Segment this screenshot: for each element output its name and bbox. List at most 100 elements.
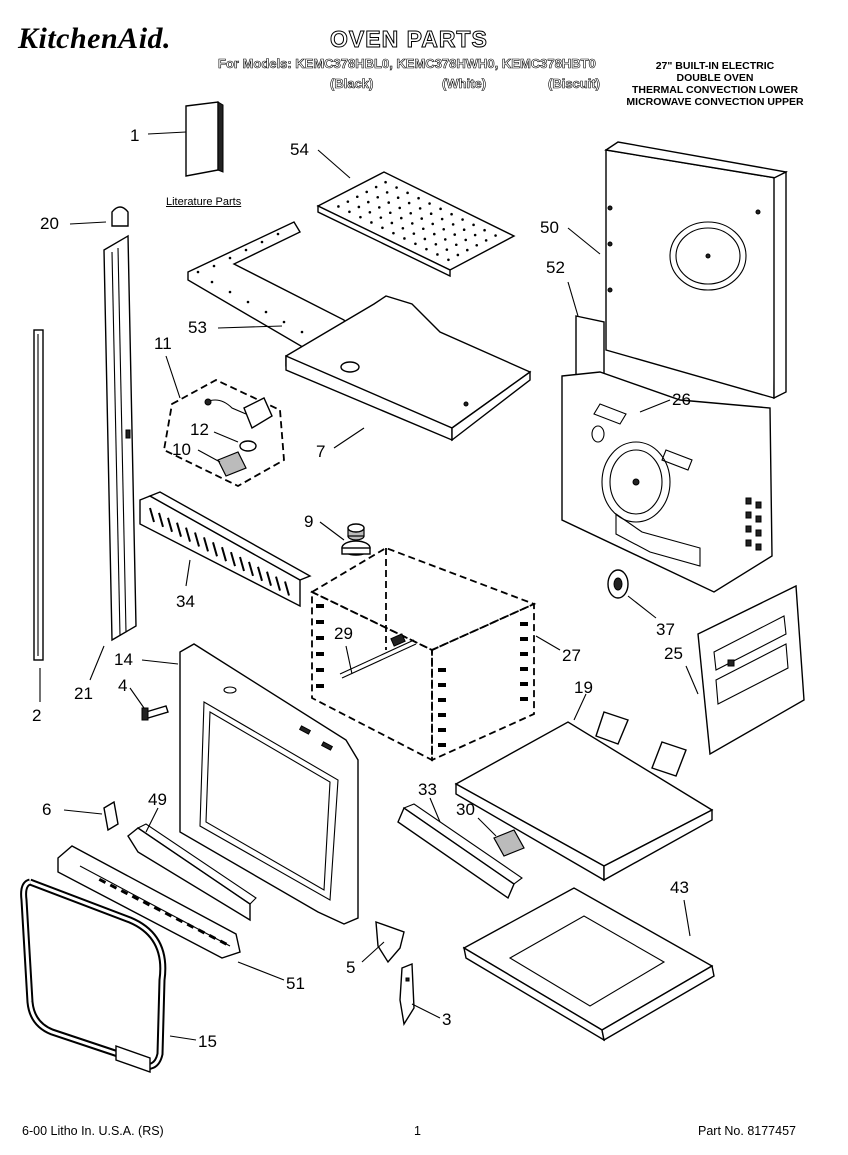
perforation-dot bbox=[392, 231, 395, 235]
vent-slot bbox=[120, 889, 129, 896]
vent-slot bbox=[186, 922, 195, 929]
leader-lines bbox=[39, 131, 699, 1041]
part-vent-grille bbox=[139, 491, 312, 608]
perforation-dot bbox=[421, 227, 425, 231]
perforation-dot bbox=[453, 233, 457, 236]
grille-slot bbox=[248, 561, 254, 577]
grille-slot bbox=[212, 542, 218, 557]
perforation-dot bbox=[379, 216, 383, 219]
grille-slot bbox=[284, 581, 290, 596]
callout-number: 14 bbox=[114, 650, 133, 669]
perforation-dot bbox=[451, 223, 455, 226]
callout-number: 51 bbox=[286, 974, 305, 993]
part-trim-rod bbox=[33, 329, 44, 661]
perforation-dot bbox=[434, 242, 438, 246]
perforation-dot bbox=[395, 186, 398, 189]
perforation-dot bbox=[337, 205, 340, 208]
rack-slot bbox=[520, 682, 528, 686]
part-rail bbox=[397, 803, 523, 900]
perforation-dot bbox=[412, 232, 416, 235]
perforation-dot bbox=[461, 218, 464, 221]
part-top-vent-panel bbox=[316, 171, 516, 278]
rack-slot bbox=[316, 652, 324, 656]
perforation-dot bbox=[410, 222, 414, 225]
part-oven-cavity bbox=[310, 547, 537, 762]
perforation-dot bbox=[454, 243, 458, 247]
perforation-dot bbox=[381, 226, 384, 230]
callout-number: 4 bbox=[118, 676, 128, 695]
part-convection-plate bbox=[561, 371, 773, 593]
vent-slot bbox=[219, 939, 228, 946]
perforation-dot bbox=[374, 185, 378, 189]
perforation-dot bbox=[210, 280, 214, 284]
color-black: (Black) bbox=[330, 76, 374, 92]
callout-number: 19 bbox=[574, 678, 593, 697]
part-sensor-assembly bbox=[204, 397, 273, 477]
callout-number: 7 bbox=[316, 442, 326, 461]
callout-number: 49 bbox=[148, 790, 167, 809]
vent-slot bbox=[208, 934, 217, 940]
vent-slot bbox=[109, 883, 118, 890]
grille-slot bbox=[266, 571, 272, 586]
perforation-dot bbox=[423, 237, 427, 241]
perforation-dot bbox=[346, 200, 350, 203]
perforation-dot bbox=[365, 190, 369, 194]
rack-slot bbox=[520, 667, 528, 671]
perforation-dot bbox=[494, 234, 497, 237]
perforation-dot bbox=[439, 207, 442, 211]
perforation-dot bbox=[445, 248, 449, 251]
callout-number: 30 bbox=[456, 800, 475, 819]
perforation-dot bbox=[228, 290, 232, 294]
callout-number: 21 bbox=[74, 684, 93, 703]
part-door-gasket bbox=[20, 878, 167, 1073]
grille-slots bbox=[149, 507, 290, 596]
perforation-dot bbox=[359, 215, 362, 219]
part-front-frame bbox=[179, 643, 359, 925]
callout-number: 33 bbox=[418, 780, 437, 799]
grille-slot bbox=[194, 532, 200, 547]
rack-slot bbox=[316, 604, 324, 608]
perforation-dot bbox=[425, 247, 428, 251]
perforation-dot bbox=[443, 238, 447, 241]
perforation-dot bbox=[472, 223, 475, 227]
perforation-dot bbox=[456, 253, 460, 257]
grille-slot bbox=[203, 537, 209, 552]
rack-slot bbox=[438, 683, 446, 687]
rack-slot bbox=[438, 743, 446, 747]
color-white: (White) bbox=[442, 76, 487, 92]
perforation-dot bbox=[368, 210, 372, 214]
callout-number: 37 bbox=[656, 620, 675, 639]
perforation-dot bbox=[376, 195, 380, 199]
part-bracket-3 bbox=[399, 962, 415, 1026]
callout-number: 1 bbox=[130, 126, 140, 145]
perforation-dot bbox=[428, 202, 431, 205]
perforation-dot bbox=[196, 270, 200, 274]
grille-slot bbox=[176, 522, 182, 537]
perforation-dot bbox=[212, 264, 216, 268]
part-trim-strip bbox=[127, 823, 257, 922]
grille-slot bbox=[257, 566, 263, 582]
grille-slot bbox=[221, 546, 227, 562]
perforation-dot bbox=[464, 238, 468, 242]
perforation-dot bbox=[370, 221, 373, 224]
part-drip-pan bbox=[462, 887, 715, 1042]
callout-number: 43 bbox=[670, 878, 689, 897]
perforation-dot bbox=[418, 207, 422, 210]
callout-number: 50 bbox=[540, 218, 559, 237]
perforation-dot bbox=[429, 212, 433, 216]
callout-number: 11 bbox=[154, 334, 172, 353]
perforation-dot bbox=[406, 191, 409, 195]
perforation-dot bbox=[385, 191, 389, 194]
rack-slot bbox=[316, 668, 324, 672]
vent-holes-26 bbox=[745, 497, 762, 551]
grille-slot bbox=[185, 527, 191, 542]
callout-number: 34 bbox=[176, 592, 195, 611]
callout-number: 12 bbox=[190, 420, 209, 439]
rack-slot bbox=[438, 668, 446, 672]
callout-number: 5 bbox=[346, 958, 356, 977]
vent-slot bbox=[98, 878, 107, 884]
rack-slot bbox=[520, 652, 528, 656]
perforation-dot bbox=[436, 253, 439, 256]
perforation-dot bbox=[440, 217, 444, 221]
footer-litho: 6-00 Litho In. U.S.A. (RS) bbox=[22, 1124, 164, 1138]
